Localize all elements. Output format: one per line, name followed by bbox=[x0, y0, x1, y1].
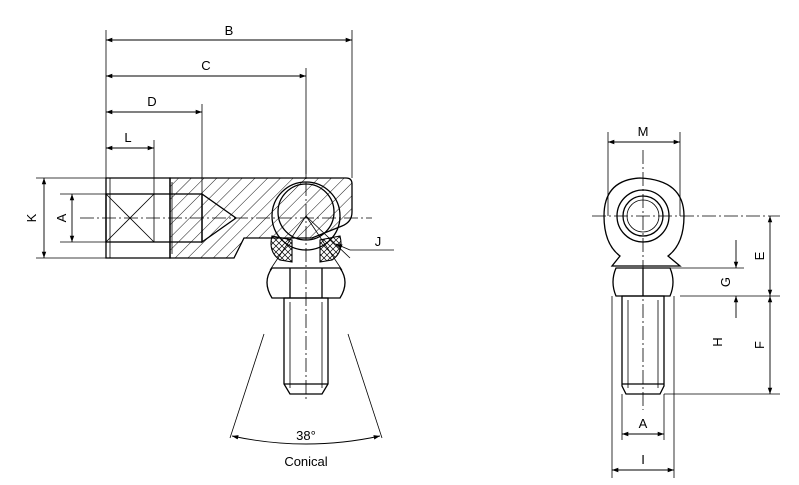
dim-J-label: J bbox=[375, 234, 382, 249]
bearing-cup bbox=[270, 235, 293, 263]
dim-E-label: E bbox=[752, 251, 767, 260]
front-view: M E G H F A I bbox=[592, 124, 780, 478]
dim-H-label: H bbox=[710, 337, 725, 346]
dim-C-label: C bbox=[201, 58, 210, 73]
dim-M-label: M bbox=[638, 124, 649, 139]
dim-B-label: B bbox=[225, 23, 234, 38]
threaded-stud-front bbox=[621, 295, 665, 395]
dim-K-label: K bbox=[24, 213, 39, 222]
dim-L-label: L bbox=[124, 130, 131, 145]
dim-A-right-label: A bbox=[639, 416, 648, 431]
dim-A-left-label: A bbox=[54, 213, 69, 222]
dim-I-label: I bbox=[641, 452, 645, 467]
dim-D-label: D bbox=[147, 94, 156, 109]
eye-housing bbox=[603, 177, 685, 267]
cone-type-label: Conical bbox=[284, 454, 327, 469]
side-view: B C D L K A J 38° Conical bbox=[24, 23, 394, 469]
angle-label: 38° bbox=[296, 428, 316, 443]
hex-nut bbox=[266, 267, 346, 299]
dim-G-label: G bbox=[718, 277, 733, 287]
hex-nut-front bbox=[612, 267, 674, 297]
dim-F-label: F bbox=[752, 341, 767, 349]
